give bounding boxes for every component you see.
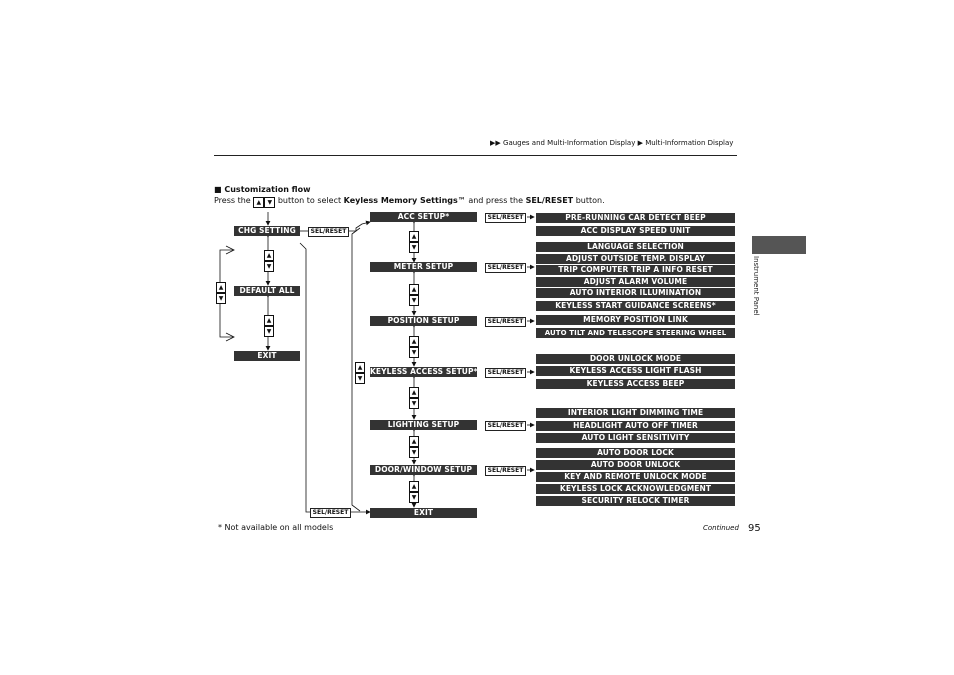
setup-meter-box[interactable]: METER SETUP (370, 262, 477, 272)
sel-reset-label: SEL/RESET (485, 213, 526, 223)
side-tab-label: Instrument Panel (752, 256, 760, 316)
sel-reset-label: SEL/RESET (308, 227, 349, 237)
section-title-text: Customization flow (224, 185, 311, 194)
up-arrow-icon: ▲ (264, 315, 274, 326)
item-light-dimming[interactable]: INTERIOR LIGHT DIMMING TIME (536, 408, 735, 418)
up-arrow-icon: ▲ (409, 436, 419, 447)
intro-item: Keyless Memory Settings™ (343, 196, 466, 205)
down-arrow-icon: ▼ (409, 347, 419, 358)
item-memory-position-link[interactable]: MEMORY POSITION LINK (536, 315, 735, 325)
down-arrow-icon: ▼ (409, 447, 419, 458)
setup-keyless-box[interactable]: KEYLESS ACCESS SETUP* (370, 367, 477, 377)
intro-press: Press the (214, 196, 251, 205)
down-arrow-icon: ▼ (264, 197, 276, 208)
up-arrow-icon: ▲ (355, 362, 365, 373)
item-keyless-light-flash[interactable]: KEYLESS ACCESS LIGHT FLASH (536, 366, 735, 376)
sel-reset-label: SEL/RESET (485, 368, 526, 378)
sel-reset-label: SEL/RESET (485, 263, 526, 273)
continued-label: Continued (703, 524, 739, 532)
setup-acc-box[interactable]: ACC SETUP* (370, 212, 477, 222)
intro-text: Press the ▲▼ button to select Keyless Me… (214, 196, 605, 208)
item-pre-running-beep[interactable]: PRE-RUNNING CAR DETECT BEEP (536, 213, 735, 223)
up-arrow-icon: ▲ (409, 284, 419, 295)
breadcrumb: ▶▶ Gauges and Multi-Information Display … (490, 139, 733, 147)
item-keyless-start-guidance[interactable]: KEYLESS START GUIDANCE SCREENS* (536, 301, 735, 311)
down-arrow-icon: ▼ (409, 242, 419, 253)
item-remote-unlock-mode[interactable]: KEY AND REMOTE UNLOCK MODE (536, 472, 735, 482)
up-arrow-icon: ▲ (409, 387, 419, 398)
item-auto-door-unlock[interactable]: AUTO DOOR UNLOCK (536, 460, 735, 470)
down-arrow-icon: ▼ (409, 295, 419, 306)
up-arrow-icon: ▲ (409, 336, 419, 347)
down-arrow-icon: ▼ (216, 293, 226, 304)
item-auto-door-lock[interactable]: AUTO DOOR LOCK (536, 448, 735, 458)
section-marker: ■ (214, 185, 222, 194)
up-arrow-icon: ▲ (264, 250, 274, 261)
item-language[interactable]: LANGUAGE SELECTION (536, 242, 735, 252)
down-arrow-icon: ▼ (355, 373, 365, 384)
down-arrow-icon: ▼ (409, 398, 419, 409)
item-tilt-telescope[interactable]: AUTO TILT AND TELESCOPE STEERING WHEEL (536, 328, 735, 338)
intro-end: button. (575, 196, 605, 205)
setup-exit-box[interactable]: EXIT (370, 508, 477, 518)
item-headlight-off-timer[interactable]: HEADLIGHT AUTO OFF TIMER (536, 421, 735, 431)
intro-button: SEL/RESET (525, 196, 574, 205)
item-interior-illumination[interactable]: AUTO INTERIOR ILLUMINATION (536, 288, 735, 298)
setup-lighting-box[interactable]: LIGHTING SETUP (370, 420, 477, 430)
item-door-unlock-mode[interactable]: DOOR UNLOCK MODE (536, 354, 735, 364)
up-arrow-icon: ▲ (409, 231, 419, 242)
footnote: * Not available on all models (218, 523, 334, 532)
item-outside-temp[interactable]: ADJUST OUTSIDE TEMP. DISPLAY (536, 254, 735, 264)
setup-door-window-box[interactable]: DOOR/WINDOW SETUP (370, 465, 477, 475)
down-arrow-icon: ▼ (264, 261, 274, 272)
item-light-sensitivity[interactable]: AUTO LIGHT SENSITIVITY (536, 433, 735, 443)
sel-reset-label: SEL/RESET (485, 466, 526, 476)
intro-and: and press the (468, 196, 524, 205)
sel-reset-label: SEL/RESET (485, 421, 526, 431)
down-arrow-icon: ▼ (264, 326, 274, 337)
item-relock-timer[interactable]: SECURITY RELOCK TIMER (536, 496, 735, 506)
breadcrumb-part2[interactable]: Multi-Information Display (645, 139, 734, 147)
breadcrumb-separator: ▶ (637, 139, 643, 147)
main-exit-box[interactable]: EXIT (234, 351, 300, 361)
item-keyless-beep[interactable]: KEYLESS ACCESS BEEP (536, 379, 735, 389)
header-rule (214, 155, 737, 156)
setup-position-box[interactable]: POSITION SETUP (370, 316, 477, 326)
breadcrumb-part1[interactable]: Gauges and Multi-Information Display (503, 139, 636, 147)
up-arrow-icon: ▲ (216, 282, 226, 293)
item-trip-a-reset[interactable]: TRIP COMPUTER TRIP A INFO RESET (536, 265, 735, 275)
item-lock-acknowledgment[interactable]: KEYLESS LOCK ACKNOWLEDGMENT (536, 484, 735, 494)
intro-mid: button to select (277, 196, 342, 205)
item-alarm-volume[interactable]: ADJUST ALARM VOLUME (536, 277, 735, 287)
breadcrumb-marker: ▶▶ (490, 139, 501, 147)
default-all-box[interactable]: DEFAULT ALL (234, 286, 300, 296)
up-arrow-icon: ▲ (253, 197, 265, 208)
page-number: 95 (748, 523, 761, 534)
chg-setting-box[interactable]: CHG SETTING (234, 226, 300, 236)
item-acc-speed-unit[interactable]: ACC DISPLAY SPEED UNIT (536, 226, 735, 236)
sel-reset-label: SEL/RESET (485, 317, 526, 327)
sel-reset-label: SEL/RESET (310, 508, 351, 518)
up-arrow-icon: ▲ (409, 481, 419, 492)
section-title: ■ Customization flow (214, 185, 311, 194)
down-arrow-icon: ▼ (409, 492, 419, 503)
side-tab (752, 236, 806, 254)
